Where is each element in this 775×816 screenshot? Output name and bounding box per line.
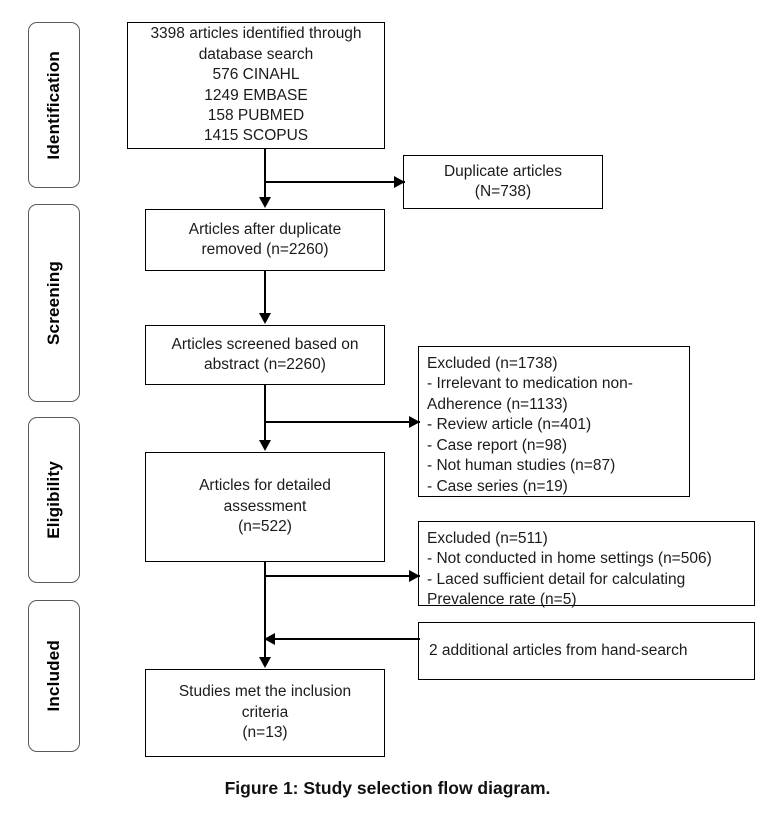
box-after-duplicates-removed: Articles after duplicate removed (n=2260… [145, 209, 385, 271]
box-detailed-assessment: Articles for detailed assessment (n=522) [145, 452, 385, 562]
figure-caption-text: Study selection flow diagram. [298, 778, 551, 798]
connector-screened-to-detailed-assessment [264, 385, 266, 441]
stage-label-identification: Identification [28, 22, 80, 188]
box-excluded-after-fulltext-text: Excluded (n=511) - Not conducted in home… [427, 530, 712, 609]
stage-label-eligibility: Eligibility [28, 417, 80, 583]
arrowhead-into-screened [258, 313, 271, 324]
box-after-duplicates-removed-text: Articles after duplicate removed (n=2260… [188, 220, 342, 258]
stage-label-included-text: Included [44, 640, 63, 712]
box-screened-by-abstract-text: Articles screened based on abstract (n=2… [171, 335, 359, 373]
arrowhead-into-included-studies [258, 657, 271, 668]
connector-hand-search-to-spine [264, 638, 420, 640]
box-screened-by-abstract: Articles screened based on abstract (n=2… [145, 325, 385, 385]
connector-detailed-assessment-to-included [264, 562, 266, 658]
box-hand-search-articles-text: 2 additional articles from hand-search [429, 641, 688, 659]
arrowhead-into-excluded-after-abstract [409, 415, 420, 428]
figure-caption: Figure 1: Study selection flow diagram. [0, 778, 775, 799]
arrowhead-into-duplicate-articles [394, 175, 405, 188]
box-duplicate-articles: Duplicate articles (N=738) [403, 155, 603, 209]
connector-to-excluded-after-fulltext [264, 575, 420, 577]
box-excluded-after-abstract: Excluded (n=1738) - Irrelevant to medica… [418, 346, 690, 497]
connector-after-duplicates-to-screened [264, 271, 266, 314]
box-hand-search-articles: 2 additional articles from hand-search [418, 622, 755, 680]
box-duplicate-articles-text: Duplicate articles (N=738) [443, 162, 563, 200]
connector-to-excluded-after-abstract [264, 421, 420, 423]
box-excluded-after-abstract-text: Excluded (n=1738) - Irrelevant to medica… [427, 355, 633, 495]
box-included-studies-text: Studies met the inclusion criteria (n=13… [178, 683, 352, 742]
stage-label-identification-text: Identification [44, 50, 63, 160]
stage-label-screening: Screening [28, 204, 80, 402]
arrowhead-into-detailed-assessment [258, 440, 271, 451]
stage-label-included: Included [28, 600, 80, 752]
arrowhead-into-after-duplicates [258, 197, 271, 208]
connector-identified-to-after-duplicates [264, 149, 266, 198]
stage-label-eligibility-text: Eligibility [44, 461, 63, 539]
figure-caption-label: Figure 1: [224, 778, 299, 798]
box-articles-identified-text: 3398 articles identified through databas… [150, 25, 362, 145]
arrowhead-into-spine-from-hand-search [264, 632, 275, 645]
arrowhead-into-excluded-after-fulltext [409, 569, 420, 582]
box-detailed-assessment-text: Articles for detailed assessment (n=522) [199, 477, 331, 536]
connector-to-duplicate-articles [264, 181, 405, 183]
box-articles-identified: 3398 articles identified through databas… [127, 22, 385, 149]
box-included-studies: Studies met the inclusion criteria (n=13… [145, 669, 385, 757]
box-excluded-after-fulltext: Excluded (n=511) - Not conducted in home… [418, 521, 755, 608]
stage-label-screening-text: Screening [44, 261, 63, 345]
